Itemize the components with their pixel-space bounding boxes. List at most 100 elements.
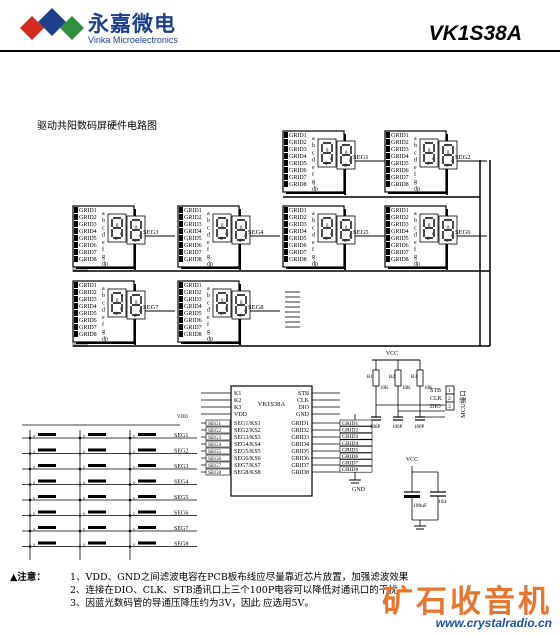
grid-pin xyxy=(74,324,78,330)
grid-label: GRID1 xyxy=(289,133,307,139)
key-row-label: SEG2 xyxy=(174,449,188,455)
seven-segment-icon xyxy=(423,217,435,239)
pin-label: d xyxy=(414,233,417,239)
seg-label: SEG7 xyxy=(143,304,159,311)
ic-left-pin: SEG4/KS4 xyxy=(234,442,261,448)
seg-bus-box xyxy=(205,426,231,434)
key-node xyxy=(28,436,32,440)
seg-bus-label: SEG2 xyxy=(208,428,221,434)
pin-label: e xyxy=(102,240,105,246)
module-shadow xyxy=(181,267,241,269)
seg-label: SEG1 xyxy=(353,154,369,161)
grid-pin xyxy=(386,228,390,234)
pin-label: a xyxy=(102,211,105,217)
segment-letter: d xyxy=(220,312,223,317)
segment-letter: c xyxy=(244,309,247,314)
grid-pin xyxy=(179,228,183,234)
display-module-8: GRID1GRID2GRID3GRID4GRID5GRID6GRID7GRID8… xyxy=(177,280,264,345)
key-switch-icon xyxy=(88,510,106,514)
digit-left: gcd xyxy=(107,288,127,318)
pin-label: f xyxy=(312,246,314,253)
grid-label: GRID5 xyxy=(391,236,409,242)
display-module-4: GRID1GRID2GRID3GRID4GRID5GRID6GRID7GRID8… xyxy=(177,205,264,270)
display-module-5: GRID1GRID2GRID3GRID4GRID5GRID6GRID7GRID8… xyxy=(282,205,369,270)
seg-bus-box xyxy=(205,461,231,469)
key-node xyxy=(128,498,132,502)
grid-label: GRID2 xyxy=(391,215,409,221)
grid-label: GRID8 xyxy=(391,182,409,188)
key-switch-icon xyxy=(88,526,106,529)
grid-bus-box xyxy=(339,419,373,427)
diagram-title: 驱动共阳数码屏硬件电路图 xyxy=(37,121,157,132)
segment-letter: c xyxy=(451,234,454,239)
seven-segment-icon xyxy=(235,294,247,316)
seg-label: SEG2 xyxy=(455,154,471,161)
segment-letter: d xyxy=(344,164,347,169)
gnd-label: GND xyxy=(352,487,366,493)
segment-letter: d xyxy=(325,162,328,167)
grid-pin xyxy=(284,242,288,248)
resistor-icon xyxy=(372,369,380,387)
pin-label: c xyxy=(207,225,210,231)
key-node xyxy=(128,545,132,548)
grid-pin xyxy=(386,256,390,262)
segment-letter: d xyxy=(344,239,347,244)
mcu-pin-label: CLK xyxy=(430,396,443,402)
key-switch-icon xyxy=(138,479,156,483)
seven-segment-icon xyxy=(216,217,228,239)
pin-label: c xyxy=(414,150,417,156)
grid-label: GRID3 xyxy=(79,297,97,303)
grid-bus-box xyxy=(339,465,373,473)
ic-left-pin: VDD xyxy=(234,412,248,418)
electrolytic-cap-icon xyxy=(404,495,420,498)
pin-label: c xyxy=(312,225,315,231)
grid-pin xyxy=(386,160,390,166)
pin-label: g xyxy=(207,254,210,260)
key-switch-icon xyxy=(88,541,106,545)
grid-label: GRID5 xyxy=(79,236,97,242)
key-switch-icon xyxy=(138,464,156,467)
pin-label: dp xyxy=(207,261,213,267)
ic-right-pin: GRID4 xyxy=(291,442,309,448)
pin-label: c xyxy=(414,225,417,231)
segment-letter: g xyxy=(447,225,450,230)
key-node xyxy=(128,467,132,471)
grid-bus-box xyxy=(339,439,373,447)
resistor-ref: R2 xyxy=(389,375,395,380)
ic-left-pin: K1 xyxy=(234,391,241,397)
grid-pin xyxy=(74,214,78,220)
pin-label: e xyxy=(312,240,315,246)
seg-label: SEG8 xyxy=(248,304,264,311)
ic-name: VK1S38A xyxy=(258,401,286,408)
pin-label: a xyxy=(207,286,210,292)
grid-pin xyxy=(386,235,390,241)
segment-letter: d xyxy=(325,237,328,242)
segment-letter: d xyxy=(134,239,137,244)
digit-right: gcd xyxy=(438,140,458,170)
grid-label: GRID6 xyxy=(289,243,307,249)
pin-label: d xyxy=(312,233,315,239)
pin-label: d xyxy=(312,158,315,164)
segment-letter: g xyxy=(428,223,431,228)
key-switch-icon xyxy=(38,495,56,498)
grid-pin xyxy=(179,235,183,241)
grid-pin xyxy=(386,249,390,255)
seg-bus-label: SEG3 xyxy=(208,435,221,441)
segment-letter: g xyxy=(428,148,431,153)
grid-label: GRID6 xyxy=(184,243,202,249)
grid-pin xyxy=(284,160,288,166)
grid-pin xyxy=(179,207,183,213)
seg-label: SEG3 xyxy=(143,229,159,236)
pin-label: e xyxy=(312,165,315,171)
seven-segment-icon xyxy=(216,292,228,314)
grid-pin xyxy=(74,289,78,295)
segment-letter: g xyxy=(240,300,243,305)
segment-letter: g xyxy=(345,150,348,155)
resistor-value: 10K xyxy=(424,386,433,391)
segment-letter: c xyxy=(349,234,352,239)
resistor-icon xyxy=(416,369,424,387)
watermark-url: www.crystalradio.cn xyxy=(435,616,552,630)
segment-letter: d xyxy=(115,237,118,242)
ic-right-pin: CLK xyxy=(297,398,310,404)
grid-label: GRID8 xyxy=(289,182,307,188)
